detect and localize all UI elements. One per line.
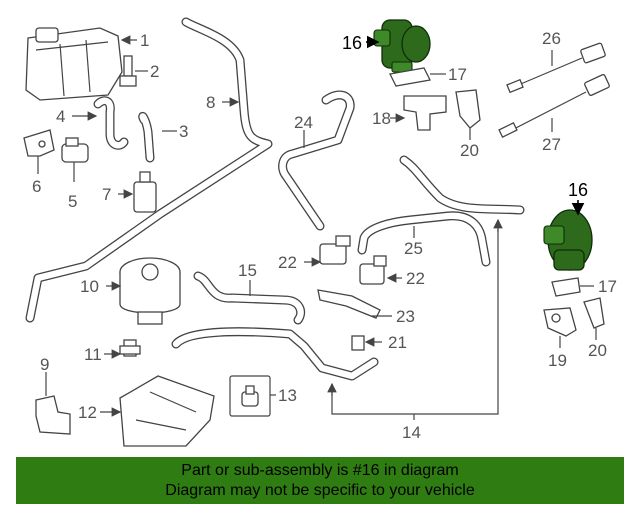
part-21-clip[interactable] <box>351 335 382 351</box>
part-14-pipe[interactable] <box>171 218 503 420</box>
part-12-heat-shield[interactable] <box>100 375 215 447</box>
part-19-pipe-flange[interactable] <box>543 307 577 348</box>
parts-diagram: 1 2 4 3 6 5 7 <box>23 17 617 447</box>
part-8-hose[interactable] <box>25 17 273 323</box>
part-20-bracket-top[interactable] <box>455 89 481 140</box>
callout-6: 6 <box>32 177 41 196</box>
part-22-valve-a[interactable] <box>304 235 351 267</box>
callout-16-top: 16 <box>342 33 362 53</box>
part-24-pipe[interactable] <box>278 90 355 231</box>
callout-14: 14 <box>402 423 421 442</box>
part-15-hose[interactable] <box>193 271 306 325</box>
callout-17-top: 17 <box>448 65 467 84</box>
callout-1: 1 <box>140 31 149 50</box>
callout-2: 2 <box>150 62 159 81</box>
callout-16-right: 16 <box>568 180 588 200</box>
banner-line-1: Part or sub-assembly is #16 in diagram <box>181 462 459 479</box>
part-2-bolt[interactable] <box>119 55 148 87</box>
part-27-oxygen-sensor[interactable] <box>498 74 610 138</box>
callout-5: 5 <box>68 192 77 211</box>
callout-17-right: 17 <box>598 277 617 296</box>
part-16-check-valve-right[interactable] <box>543 200 593 271</box>
callout-3: 3 <box>179 122 188 141</box>
callout-20-top: 20 <box>460 141 479 160</box>
part-18-pipe-flange[interactable] <box>390 95 447 131</box>
callout-19: 19 <box>548 351 567 370</box>
part-13-grommet[interactable] <box>229 375 276 417</box>
part-1-reservoir[interactable] <box>25 27 137 101</box>
callout-8: 8 <box>206 93 215 112</box>
callout-4: 4 <box>56 107 65 126</box>
callout-10: 10 <box>80 277 99 296</box>
part-23-bracket[interactable] <box>317 289 392 319</box>
banner-line-2: Diagram may not be specific to your vehi… <box>165 482 475 499</box>
part-11-sensor[interactable] <box>104 339 141 359</box>
callout-13: 13 <box>278 386 297 405</box>
part-9-bracket[interactable] <box>35 372 71 435</box>
callout-18: 18 <box>372 109 391 128</box>
part-25-pipe[interactable] <box>357 155 525 267</box>
part-7-filter[interactable] <box>118 171 157 213</box>
callout-9: 9 <box>40 355 49 374</box>
callout-15: 15 <box>238 261 257 280</box>
part-4-hose[interactable] <box>72 96 129 150</box>
part-17-gasket-right[interactable] <box>551 277 594 297</box>
callout-25: 25 <box>404 239 423 258</box>
part-20-bracket-right[interactable] <box>583 297 605 340</box>
info-banner: Part or sub-assembly is #16 in diagram D… <box>16 457 624 504</box>
callout-26: 26 <box>542 29 561 48</box>
part-3-hose[interactable] <box>138 112 177 163</box>
part-26-oxygen-sensor[interactable] <box>506 42 606 94</box>
callout-11: 11 <box>84 345 102 364</box>
callout-23: 23 <box>396 307 415 326</box>
part-10-air-pump[interactable] <box>106 257 181 325</box>
callout-21: 21 <box>388 333 407 352</box>
callout-7: 7 <box>102 185 111 204</box>
callout-12: 12 <box>78 403 97 422</box>
callout-22-b: 22 <box>406 269 425 288</box>
callout-27: 27 <box>542 135 561 154</box>
part-6-bracket[interactable] <box>23 129 55 174</box>
part-22-valve-b[interactable] <box>359 255 402 285</box>
part-5-valve[interactable] <box>61 137 89 182</box>
callout-20-right: 20 <box>588 341 607 360</box>
part-17-gasket-top[interactable] <box>389 67 446 87</box>
callout-22-a: 22 <box>278 253 297 272</box>
callout-24: 24 <box>294 113 313 132</box>
part-16-check-valve-top[interactable] <box>366 19 431 73</box>
